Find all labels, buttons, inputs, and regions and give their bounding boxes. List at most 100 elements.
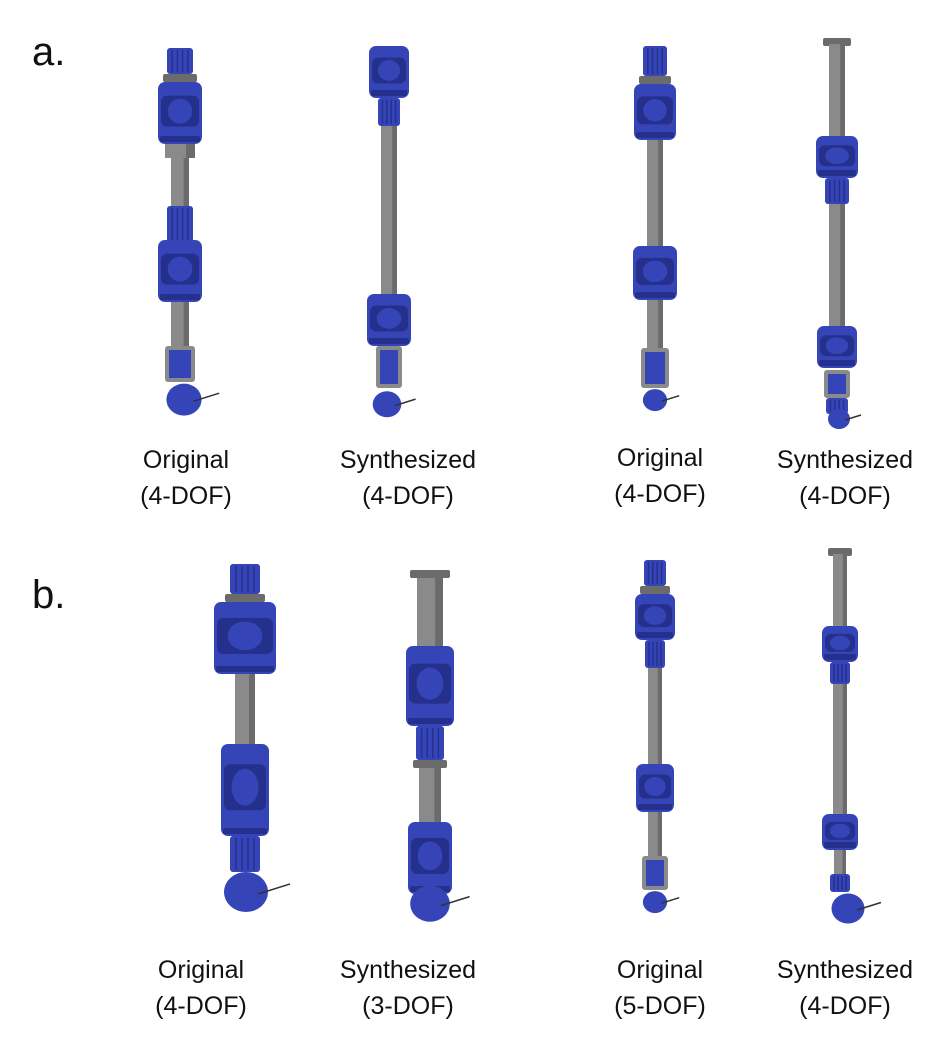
arm-link-shade (658, 300, 663, 350)
robot-arm-render (406, 570, 470, 922)
caption-dof: (4-DOF) (799, 992, 891, 1020)
arm-link-shade (186, 144, 195, 158)
arm-link-shade (435, 578, 443, 648)
arm-joint-base (824, 654, 856, 660)
figure-caption: Synthesized (4-DOF) (323, 442, 493, 514)
arm-joint-ring (643, 46, 667, 76)
arm-end-effector (642, 891, 668, 914)
arm-end-effector (831, 893, 865, 924)
arm-joint-cap (644, 776, 666, 797)
arm-wrist-core (646, 860, 664, 886)
arm-link-shade (840, 204, 845, 330)
figure-caption: Original (4-DOF) (116, 952, 286, 1024)
panel-label-a: a. (32, 30, 66, 74)
arm-tool-tip (661, 896, 680, 904)
arm-link-shade (392, 126, 397, 296)
arm-joint-base (160, 294, 200, 300)
robot-arm-render (635, 560, 680, 914)
caption-title: Original (616, 956, 704, 984)
arm-joint-cap (227, 621, 263, 651)
arm-link-shade (842, 850, 846, 876)
arm-joint-base (818, 170, 856, 176)
caption-dof: (5-DOF) (614, 992, 706, 1020)
arm-joint-cap (416, 667, 444, 700)
arm-joint-base (223, 828, 267, 834)
caption-title: Original (616, 444, 704, 472)
arm-link-shade (183, 302, 189, 350)
arm-joint-base (819, 360, 855, 366)
arm-joint-ring (230, 564, 260, 594)
caption-dof: (4-DOF) (155, 992, 247, 1020)
arm-joint-ring (167, 206, 193, 242)
arm-joint-ring (644, 560, 666, 586)
arm-joint-cap (643, 99, 667, 122)
arm-joint-base (371, 90, 407, 96)
arm-link-shade (249, 674, 255, 744)
arm-joint-base (637, 632, 673, 638)
robot-arm-render (214, 564, 290, 912)
arm-joint-cap (417, 841, 443, 871)
caption-dof: (4-DOF) (362, 482, 454, 510)
panel-label-b: b. (32, 573, 66, 617)
caption-title: Original (157, 956, 245, 984)
arm-joint-base (160, 136, 200, 142)
caption-title: Synthesized (339, 446, 477, 474)
figure-caption: Synthesized (4-DOF) (760, 952, 930, 1024)
robot-arm-render (158, 48, 220, 416)
caption-dof: (4-DOF) (140, 482, 232, 510)
arm-link-shade (183, 158, 189, 208)
arm-tool-tip (193, 392, 220, 402)
arm-link-shade (842, 554, 847, 630)
arm-tool-tip (257, 883, 290, 895)
arm-joint-base (408, 718, 452, 724)
arm-joint-ring (825, 178, 849, 204)
arm-flange (410, 570, 450, 578)
arm-wrist-core (380, 350, 398, 384)
arm-link-shade (840, 44, 845, 144)
arm-joint-cap (167, 98, 193, 124)
arm-joint-ring (830, 662, 850, 684)
arm-link-shade (657, 668, 662, 768)
caption-dof: (3-DOF) (362, 992, 454, 1020)
arm-joint-base (824, 842, 856, 848)
arm-joint-cap (829, 823, 851, 839)
arm-flange (639, 76, 671, 84)
arm-joint-base (635, 292, 675, 298)
arm-joint-cap (825, 337, 849, 355)
arm-tool-tip (844, 414, 862, 421)
arm-flange (163, 74, 197, 82)
figure-caption: Original (5-DOF) (575, 952, 745, 1024)
figure-caption: Synthesized (3-DOF) (323, 952, 493, 1024)
arm-joint-cap (643, 606, 667, 625)
arm-joint-cap (642, 260, 668, 283)
arm-joint-base (636, 132, 674, 138)
arm-end-effector (642, 389, 668, 412)
arm-flange (413, 760, 447, 768)
arm-link-shade (434, 768, 441, 828)
robot-arm-render (633, 46, 680, 412)
arm-joint-ring (378, 98, 400, 126)
arm-wrist-core (645, 352, 665, 384)
arm-link-shade (658, 140, 663, 250)
arm-joint-cap (167, 256, 193, 282)
arm-joint-cap (377, 60, 401, 81)
arm-link-shade (842, 684, 847, 816)
figure-caption: Original (4-DOF) (575, 440, 745, 512)
arm-link-shade (657, 812, 662, 858)
arm-tool-tip (856, 901, 882, 911)
arm-flange (640, 586, 670, 594)
arm-end-effector (410, 885, 450, 922)
arm-tool-tip (440, 895, 470, 907)
arm-end-effector (372, 391, 402, 418)
arm-joint-base (638, 804, 672, 810)
caption-dof: (4-DOF) (614, 480, 706, 508)
arm-joint-ring (167, 48, 193, 74)
figure-caption: Original (4-DOF) (101, 442, 271, 514)
caption-title: Synthesized (776, 956, 914, 984)
arm-wrist-core (828, 374, 846, 394)
arm-joint-base (216, 666, 274, 672)
arm-joint-cap (825, 147, 849, 165)
arm-joint-ring (416, 726, 444, 760)
arm-joint-base (369, 338, 409, 344)
caption-title: Synthesized (776, 446, 914, 474)
